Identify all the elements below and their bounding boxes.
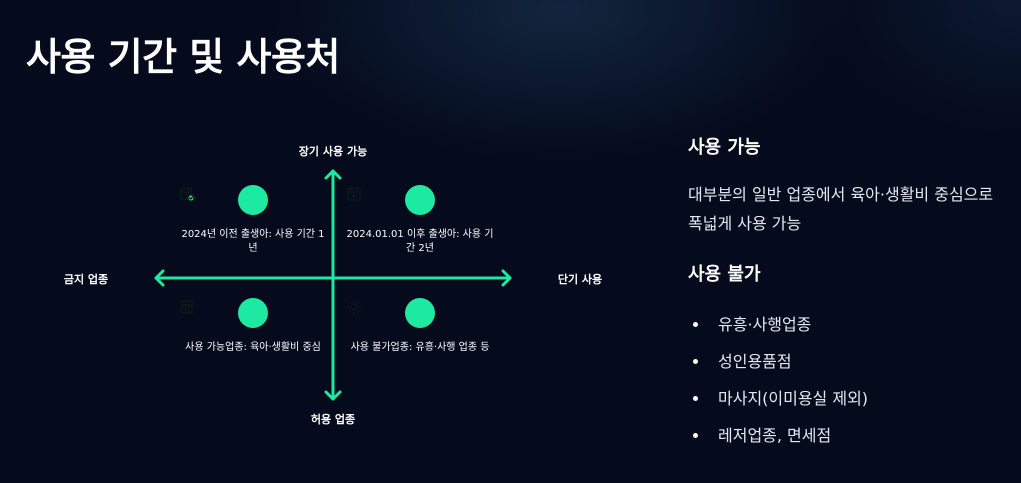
quadrant-bottom-left: 사용 가능업종: 육아·생활비 중심: [178, 298, 328, 355]
store-icon: [180, 298, 268, 328]
axis-label-left: 금지 업종: [63, 273, 109, 286]
axis-label-right: 단기 사용: [557, 273, 603, 286]
blocked-list: 유흥·사행업종 성인용품점 마사지(이미용실 제외) 레저업종, 면세점: [688, 306, 868, 454]
list-item-label: 레저업종, 면세점: [718, 426, 832, 445]
list-item-label: 유흥·사행업종: [718, 315, 812, 334]
axes-graphic: [154, 169, 512, 401]
quadrant-top-right: 2024.01.01 이후 출생아: 사용 기간 2년: [345, 185, 495, 256]
allowed-heading: 사용 가능: [688, 137, 761, 158]
list-item-label: 마사지(이미용실 제외): [718, 389, 869, 408]
list-item-label: 성인용품점: [718, 352, 792, 371]
sun-icon: [346, 298, 435, 328]
arrow-up: [324, 169, 342, 180]
allowed-description: 대부분의 일반 업종에서 육아·생활비 중심으로 폭넓게 사용 가능: [688, 185, 994, 233]
axis-label-top: 장기 사용 가능: [298, 145, 368, 158]
arrow-right: [501, 269, 512, 287]
quadrant-text: 2024년 이전 출생아: 사용 기간 1년: [181, 229, 325, 254]
arrow-down: [324, 390, 342, 401]
list-item: 성인용품점: [688, 343, 868, 380]
quadrant-top-left: 2024년 이전 출생아: 사용 기간 1년: [178, 185, 328, 256]
bullet-icon: [693, 322, 698, 327]
quadrant-text: 사용 불가업종: 유흥·사행 업종 등: [350, 342, 490, 353]
calendar-plus-icon: [347, 185, 435, 215]
arrow-left: [154, 269, 165, 287]
list-item: 마사지(이미용실 제외): [688, 380, 868, 417]
bullet-icon: [693, 433, 698, 438]
quadrant-text: 사용 가능업종: 육아·생활비 중심: [185, 342, 321, 353]
quadrant-bottom-right: 사용 불가업종: 유흥·사행 업종 등: [345, 298, 495, 355]
list-item: 유흥·사행업종: [688, 306, 868, 343]
page-title: 사용 기간 및 사용처: [26, 35, 340, 79]
list-item: 레저업종, 면세점: [688, 417, 868, 454]
quadrant-diagram: 장기 사용 가능 허용 업종 금지 업종 단기 사용 2024년 이전 출생아:…: [63, 145, 603, 426]
blocked-heading: 사용 불가: [688, 264, 761, 285]
bullet-icon: [693, 359, 698, 364]
axis-label-bottom: 허용 업종: [310, 413, 356, 426]
quadrant-text: 2024.01.01 이후 출생아: 사용 기간 2년: [346, 229, 494, 254]
calendar-check-icon: [179, 185, 268, 215]
bullet-icon: [693, 396, 698, 401]
